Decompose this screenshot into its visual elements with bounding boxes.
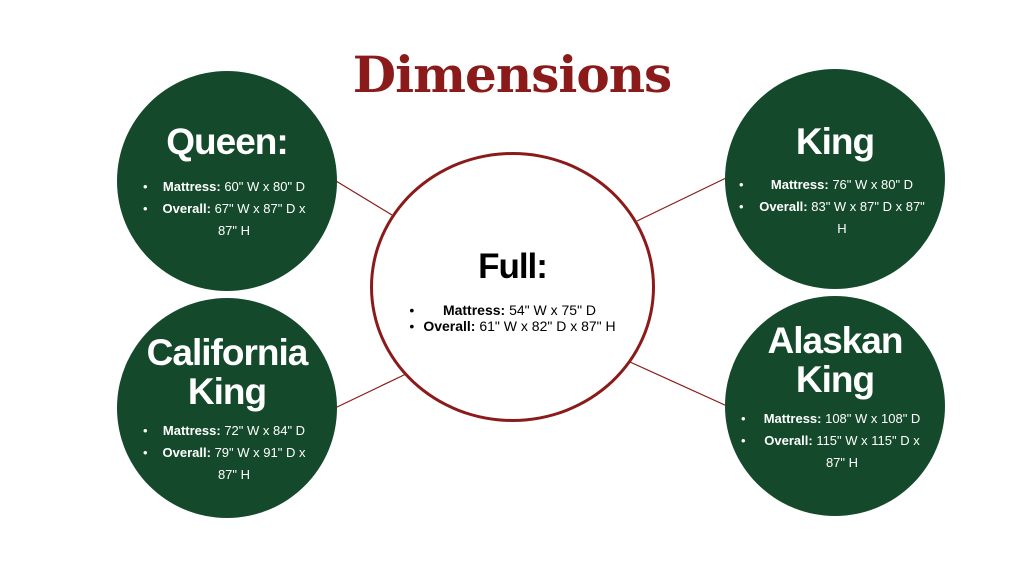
- king-circle: King Mattress: 76" W x 80" D Overall: 83…: [725, 69, 945, 289]
- spec-value: 67" W x 87" D x 87" H: [210, 200, 306, 238]
- spec-label: Overall:: [759, 198, 808, 214]
- spec-value: 83" W x 87" D x 87" H: [807, 198, 925, 236]
- full-specs: Mattress: 54" W x 75" D Overall: 61" W x…: [409, 302, 615, 334]
- connector-queen: [335, 180, 393, 216]
- full-overall-spec: Overall: 61" W x 82" D x 87" H: [409, 318, 615, 334]
- queen-overall-spec: Overall: 67" W x 87" D x 87" H: [143, 198, 311, 242]
- spec-value: 60" W x 80" D: [220, 178, 306, 194]
- alaskan-king-title-line1: Alaskan: [767, 320, 904, 361]
- alaskan-king-circle: Alaskan King Mattress: 108" W x 108" D O…: [725, 296, 945, 516]
- connector-alaskan-king: [629, 361, 728, 407]
- california-king-title-line1: California: [146, 332, 309, 373]
- queen-circle: Queen: Mattress: 60" W x 80" D Overall: …: [117, 71, 337, 291]
- california-king-overall-spec: Overall: 79" W x 91" D x 87" H: [143, 442, 311, 486]
- queen-mattress-spec: Mattress: 60" W x 80" D: [143, 176, 311, 198]
- spec-label: Mattress:: [162, 422, 221, 438]
- spec-value: 76" W x 80" D: [828, 176, 914, 192]
- alaskan-king-mattress-spec: Mattress: 108" W x 108" D: [741, 408, 929, 430]
- connector-california-king: [334, 373, 407, 409]
- king-title: King: [795, 121, 875, 162]
- connector-king: [636, 177, 727, 222]
- spec-value: 54" W x 75" D: [505, 301, 597, 318]
- california-king-specs: Mattress: 72" W x 84" D Overall: 79" W x…: [143, 420, 311, 486]
- spec-value: 61" W x 82" D x 87" H: [475, 317, 616, 334]
- king-specs: Mattress: 76" W x 80" D Overall: 83" W x…: [739, 174, 931, 240]
- spec-label: Mattress:: [442, 301, 506, 318]
- spec-label: Overall:: [162, 200, 211, 216]
- spec-label: Overall:: [162, 444, 211, 460]
- alaskan-king-overall-spec: Overall: 115" W x 115" D x 87" H: [741, 430, 929, 474]
- full-mattress-spec: Mattress: 54" W x 75" D: [409, 302, 615, 318]
- california-king-mattress-spec: Mattress: 72" W x 84" D: [143, 420, 311, 442]
- queen-title: Queen:: [166, 121, 288, 162]
- full-title: Full:: [478, 247, 548, 286]
- spec-label: Overall:: [764, 432, 813, 448]
- spec-value: 72" W x 84" D: [220, 422, 306, 438]
- king-overall-spec: Overall: 83" W x 87" D x 87" H: [739, 196, 931, 240]
- spec-value: 79" W x 91" D x 87" H: [210, 444, 306, 482]
- california-king-title-line2: King: [187, 370, 267, 412]
- alaskan-king-specs: Mattress: 108" W x 108" D Overall: 115" …: [741, 408, 929, 474]
- alaskan-king-title: Alaskan King: [767, 320, 904, 400]
- spec-value: 115" W x 115" D x 87" H: [812, 432, 920, 470]
- spec-label: Mattress:: [162, 178, 221, 194]
- queen-specs: Mattress: 60" W x 80" D Overall: 67" W x…: [143, 176, 311, 242]
- california-king-title: California King: [146, 332, 309, 412]
- california-king-circle: California King Mattress: 72" W x 84" D …: [117, 298, 337, 518]
- alaskan-king-title-line2: King: [795, 358, 875, 400]
- page-title: Dimensions: [352, 45, 672, 104]
- spec-label: Overall:: [423, 317, 476, 334]
- spec-label: Mattress:: [770, 176, 829, 192]
- spec-label: Mattress:: [763, 410, 822, 426]
- full-circle: Full: Mattress: 54" W x 75" D Overall: 6…: [370, 152, 655, 422]
- king-mattress-spec: Mattress: 76" W x 80" D: [739, 174, 931, 196]
- spec-value: 108" W x 108" D: [821, 410, 921, 426]
